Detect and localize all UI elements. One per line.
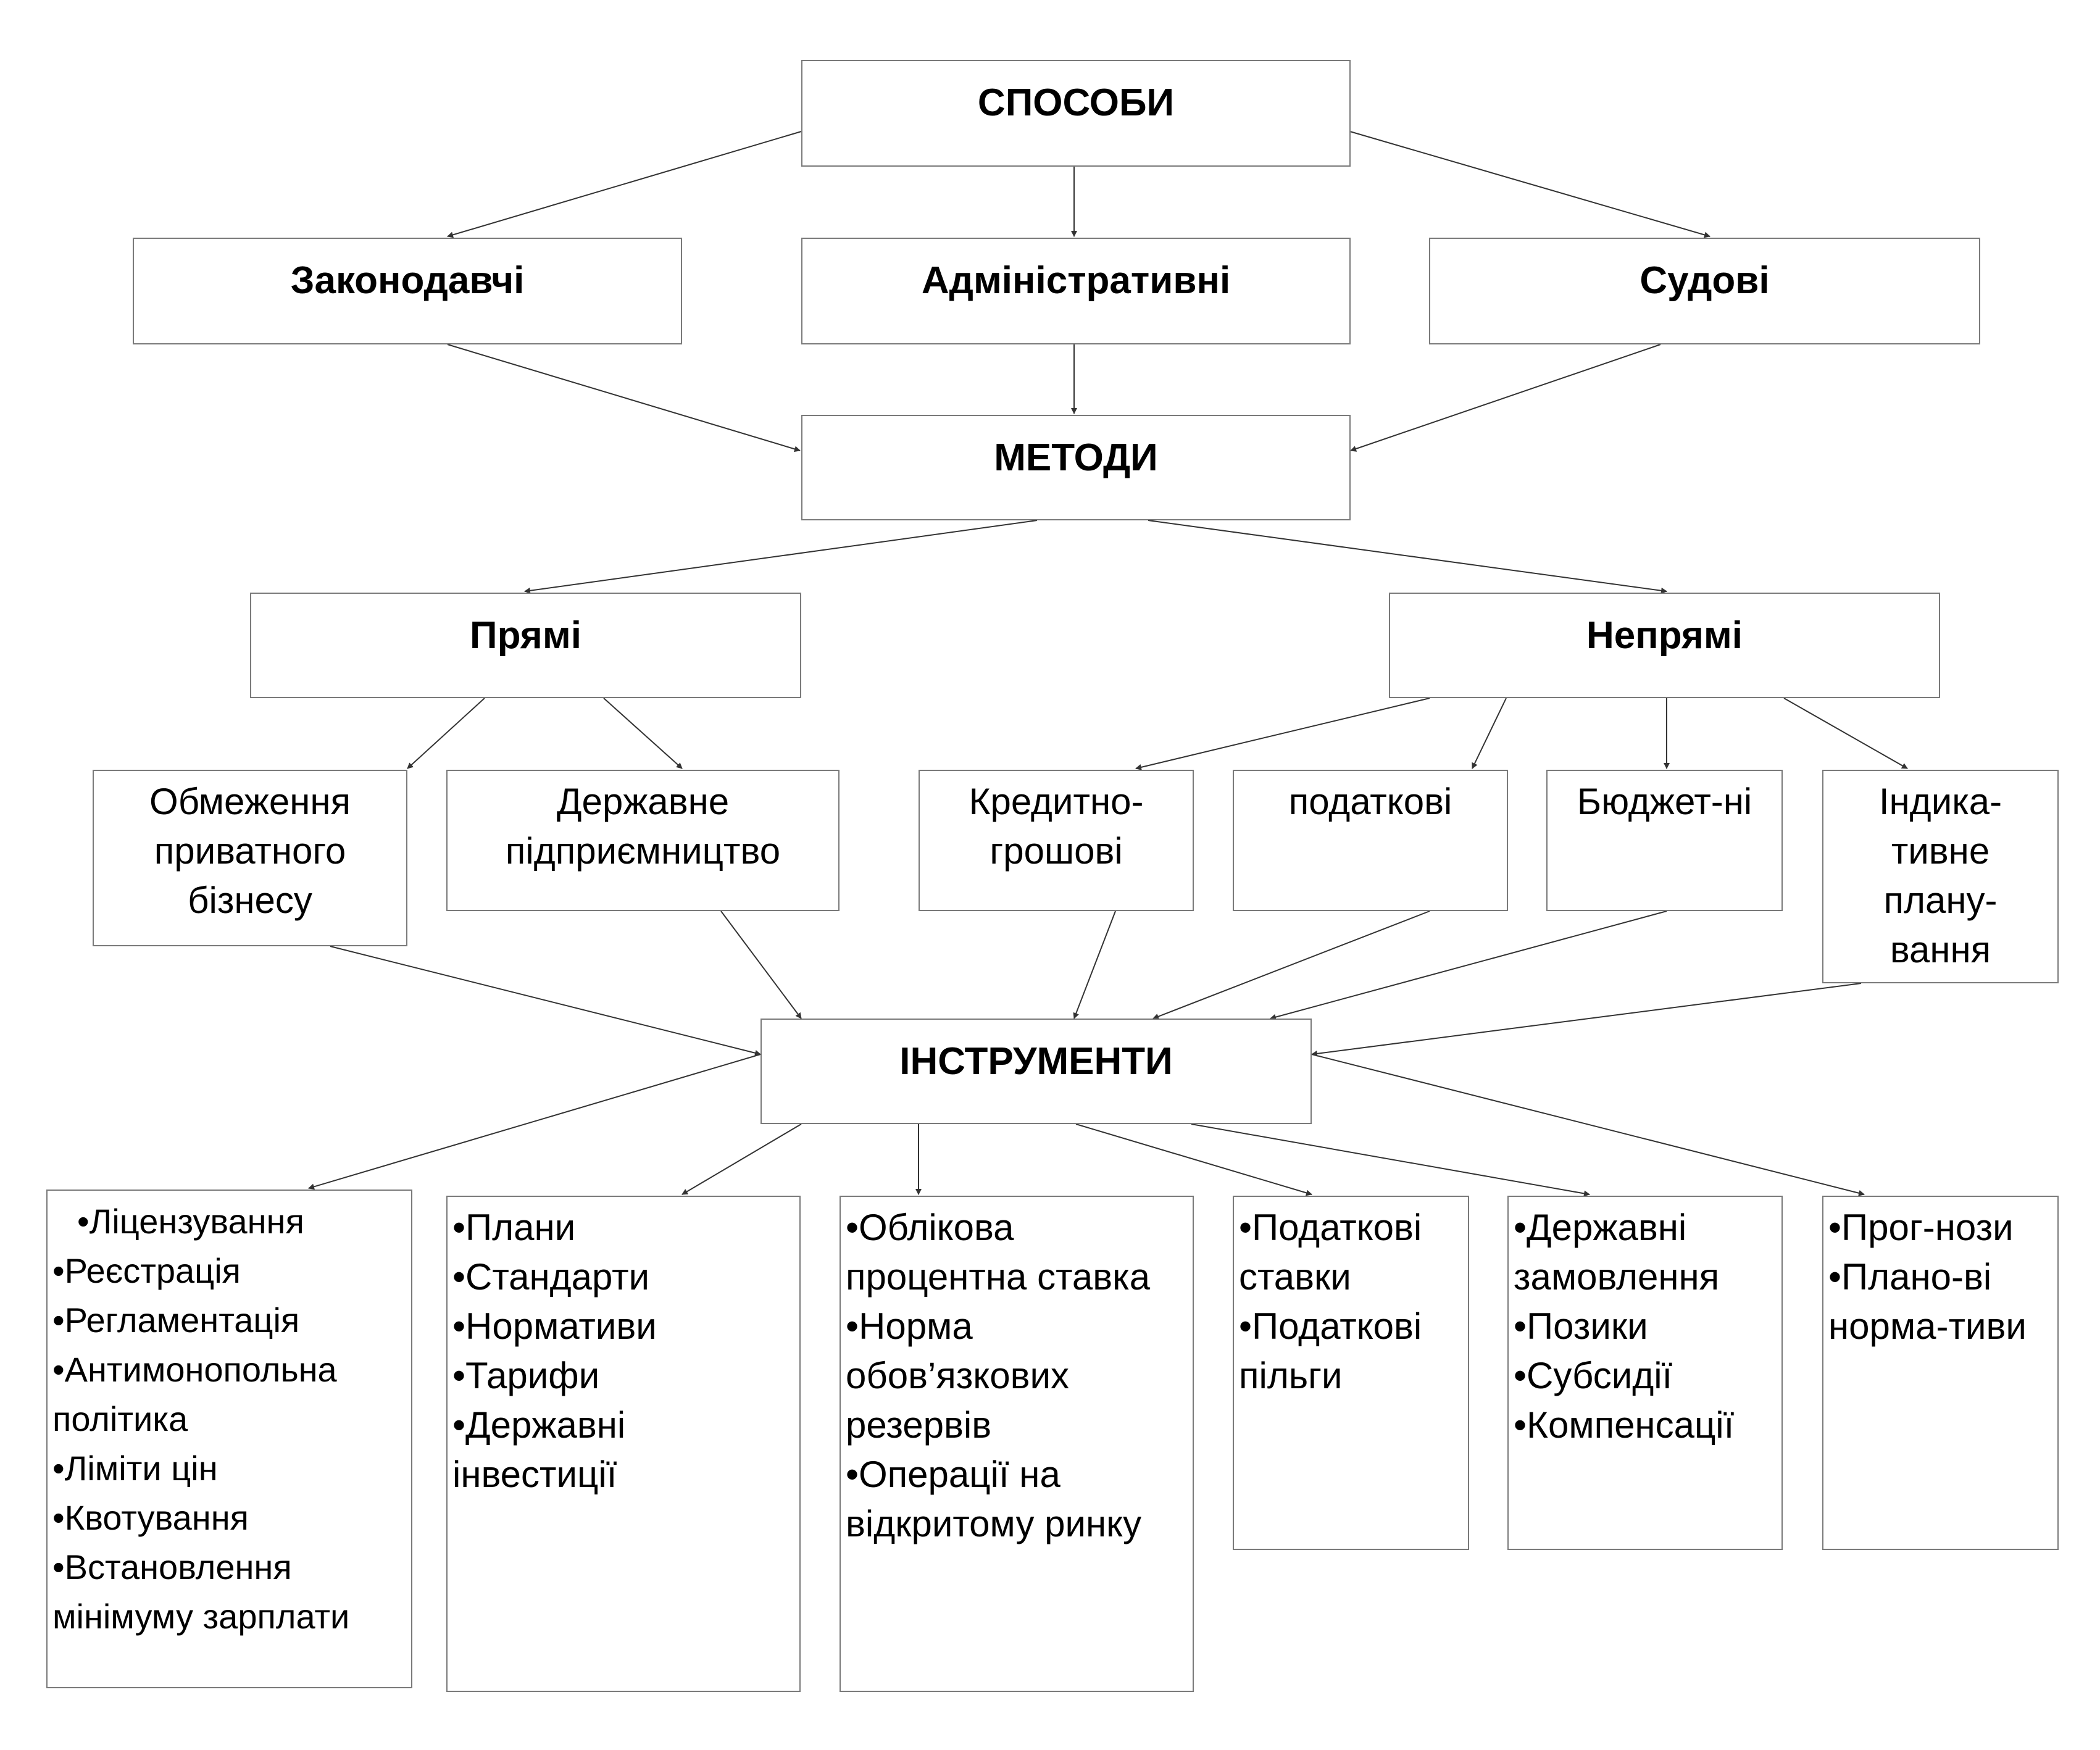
node-derzhavne: Державне підприємництво xyxy=(446,770,840,911)
arrow-obmezhennia-instrumenty xyxy=(330,946,761,1056)
list2-item: •Нормативи xyxy=(452,1306,657,1347)
list2-item: •Державні xyxy=(452,1404,626,1446)
list2-item: •Плани xyxy=(452,1207,576,1248)
obmezhennia-line-2: приватного xyxy=(154,830,346,872)
arrow-metody-nepriami xyxy=(1148,520,1667,594)
list1-item: політика xyxy=(52,1399,188,1438)
node-administratyvni-label: Адміністративні xyxy=(921,259,1231,302)
node-sudovi: Судові xyxy=(1429,238,1980,344)
arrow-sudovi-metody xyxy=(1350,344,1661,452)
list3-item: •Облікова xyxy=(846,1207,1014,1248)
arrow-instrumenty-list5 xyxy=(1191,1123,1590,1197)
node-kredytno: Кредитно- грошові xyxy=(919,770,1194,911)
list-instruments-direct-restrictions: •Ліцензування •Реєстрація •Регламентація… xyxy=(46,1190,412,1688)
derzhavne-line-1: Державне xyxy=(556,781,730,822)
arrow-instrumenty-list1 xyxy=(308,1054,761,1190)
list6-item: •Плано-ві xyxy=(1828,1256,1992,1298)
list2-item: •Стандарти xyxy=(452,1256,650,1298)
list3-item: •Норма xyxy=(846,1306,973,1347)
node-nepriami: Непрямі xyxy=(1389,593,1940,698)
node-sposoby-label: СПОСОБИ xyxy=(977,81,1175,124)
obmezhennia-line-1: Обмеження xyxy=(149,781,351,822)
list4-item: •Податкові xyxy=(1239,1306,1422,1347)
arrow-nepriami-podatkovi xyxy=(1472,698,1507,769)
list1-item: •Реєстрація xyxy=(52,1251,241,1290)
list1-item: •Регламентація xyxy=(52,1301,300,1340)
biudzhetni-line-1: Бюджет-ні xyxy=(1577,781,1752,822)
arrow-sposoby-zakonodavchi xyxy=(447,131,802,238)
arrow-zakonodavchi-metody xyxy=(447,344,801,452)
list1-item: •Встановлення xyxy=(52,1548,292,1586)
list5-item: замовлення xyxy=(1514,1256,1720,1298)
arrow-podatkovi-instrumenty xyxy=(1152,910,1430,1020)
node-podatkovi: податкові xyxy=(1233,770,1508,911)
list1-item: •Антимонопольна xyxy=(52,1350,337,1389)
node-zakonodavchi: Законодавчі xyxy=(133,238,682,344)
arrow-priami-obmezhennia xyxy=(407,698,485,769)
obmezhennia-line-3: бізнесу xyxy=(188,880,312,921)
arrow-instrumenty-list6 xyxy=(1311,1054,1865,1196)
node-instrumenty-label: ІНСТРУМЕНТИ xyxy=(899,1040,1173,1083)
node-zakonodavchi-label: Законодавчі xyxy=(290,259,525,302)
list1-item: мінімуму зарплати xyxy=(52,1597,350,1636)
list1-item: •Ліміти цін xyxy=(52,1449,218,1488)
node-metody-label: МЕТОДИ xyxy=(994,436,1158,479)
list3-item: резервів xyxy=(846,1404,992,1446)
arrow-kredytno-instrumenty xyxy=(1073,910,1116,1019)
node-indykatyvne: Індика- тивне плану- вання xyxy=(1822,770,2059,983)
node-priami: Прямі xyxy=(250,593,801,698)
list4-item: •Податкові xyxy=(1239,1207,1422,1248)
arrow-nepriami-kredytno xyxy=(1135,698,1430,770)
node-nepriami-label: Непрямі xyxy=(1586,614,1743,657)
derzhavne-line-2: підприємництво xyxy=(505,830,781,872)
list3-item: •Операції на xyxy=(846,1454,1060,1495)
list-instruments-monetary: •Облікова процентна ставка •Норма обов’я… xyxy=(840,1196,1194,1692)
arrow-derzhavne-instrumenty xyxy=(720,910,802,1019)
list-instruments-budget: •Державні замовлення •Позики •Субсидії •… xyxy=(1507,1196,1783,1550)
list2-item: інвестиції xyxy=(452,1454,617,1495)
list3-item: обов’язкових xyxy=(846,1355,1069,1396)
list4-item: пільги xyxy=(1239,1355,1343,1396)
indykatyvne-line-3: плану- xyxy=(1883,880,1998,921)
arrow-instrumenty-list2 xyxy=(681,1123,802,1195)
list2-item: •Тарифи xyxy=(452,1355,600,1396)
node-priami-label: Прямі xyxy=(470,614,581,657)
arrow-biudzhetni-instrumenty xyxy=(1270,910,1667,1020)
arrow-instrumenty-list4 xyxy=(1075,1123,1312,1196)
node-metody: МЕТОДИ xyxy=(801,415,1351,520)
kredytno-line-2: грошові xyxy=(990,830,1123,872)
node-administratyvni: Адміністративні xyxy=(801,238,1351,344)
list5-item: •Державні xyxy=(1514,1207,1687,1248)
kredytno-line-1: Кредитно- xyxy=(969,781,1144,822)
arrow-sposoby-sudovi xyxy=(1349,131,1710,238)
node-instrumenty: ІНСТРУМЕНТИ xyxy=(760,1019,1312,1124)
list-instruments-indicative: •Прог-нози •Плано-ві норма-тиви xyxy=(1822,1196,2059,1550)
arrow-metody-priami xyxy=(524,520,1038,594)
list1-item: •Квотування xyxy=(52,1498,249,1537)
node-obmezhennia: Обмеження приватного бізнесу xyxy=(93,770,407,946)
node-biudzhetni: Бюджет-ні xyxy=(1546,770,1783,911)
list5-item: •Субсидії xyxy=(1514,1355,1673,1396)
indykatyvne-line-4: вання xyxy=(1890,929,1991,970)
list-instruments-tax: •Податкові ставки •Податкові пільги xyxy=(1233,1196,1469,1550)
indykatyvne-line-1: Індика- xyxy=(1878,781,2002,822)
list3-item: процентна ставка xyxy=(846,1256,1151,1298)
list-instruments-state-enterprise: •Плани •Стандарти •Нормативи •Тарифи •Де… xyxy=(446,1196,801,1692)
list3-item: відкритому ринку xyxy=(846,1503,1142,1544)
list1-item: •Ліцензування xyxy=(77,1202,304,1241)
node-sudovi-label: Судові xyxy=(1640,259,1770,302)
arrow-nepriami-indykatyvne xyxy=(1783,698,1908,769)
list6-item: •Прог-нози xyxy=(1828,1207,2014,1248)
list5-item: •Компенсації xyxy=(1514,1404,1735,1446)
list4-item: ставки xyxy=(1239,1256,1351,1298)
node-sposoby: СПОСОБИ xyxy=(801,60,1351,167)
podatkovi-line-1: податкові xyxy=(1288,781,1452,822)
arrow-indykatyvne-instrumenty xyxy=(1311,983,1862,1057)
list6-item: норма-тиви xyxy=(1828,1306,2027,1347)
list5-item: •Позики xyxy=(1514,1306,1648,1347)
indykatyvne-line-2: тивне xyxy=(1891,830,1990,872)
arrow-priami-derzhavne xyxy=(603,698,683,769)
